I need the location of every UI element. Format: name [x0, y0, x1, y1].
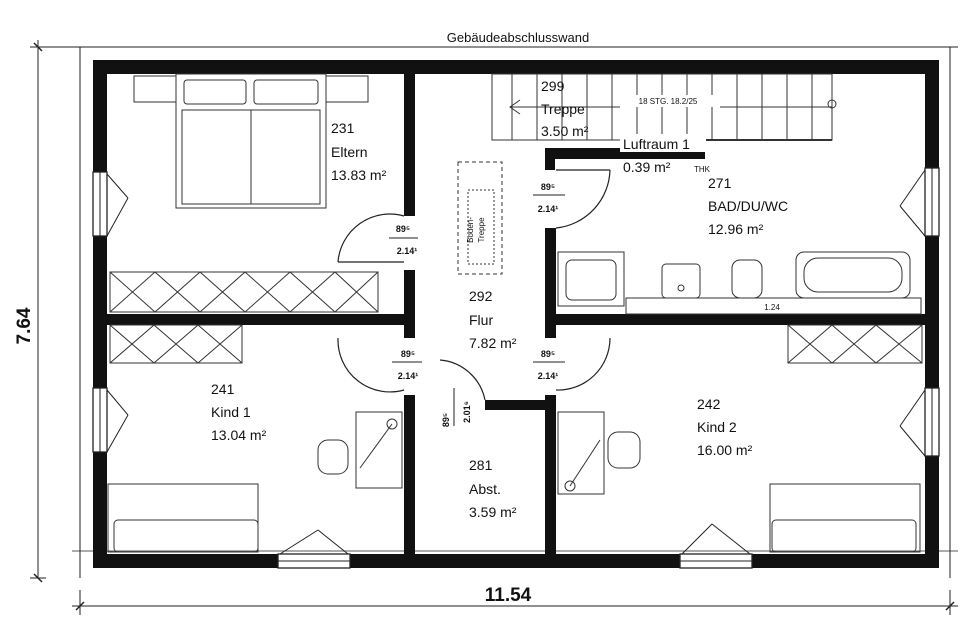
bath-counter-label: 1.24: [764, 303, 780, 312]
wardrobe-kind2: [787, 324, 923, 364]
room-area: 16.00 m²: [697, 442, 753, 458]
room-area: 13.04 m²: [211, 427, 267, 443]
room-number: 231: [331, 120, 355, 136]
height-label: 7.64: [14, 307, 35, 344]
room-name: Kind 1: [211, 404, 251, 420]
door-kind2-height: 2.14¹: [538, 371, 559, 381]
room-bad: 271 BAD/DU/WC 12.96 m²: [708, 175, 788, 237]
room-luftraum: Luftraum 1 0.39 m²: [620, 134, 706, 175]
room-name: Eltern: [331, 144, 368, 160]
height-dimension: [30, 42, 46, 583]
door-eltern-width: 89⁵: [396, 224, 410, 234]
room-area: 0.39 m²: [623, 159, 671, 175]
room-kind2: 242 Kind 2 16.00 m²: [697, 396, 753, 458]
double-bed: [133, 73, 369, 209]
room-name: Abst.: [469, 481, 501, 497]
door-kind1-height: 2.14¹: [398, 371, 419, 381]
room-area: 12.96 m²: [708, 221, 764, 237]
width-dimension: [72, 550, 958, 615]
room-area: 7.82 m²: [469, 335, 517, 351]
door-abst-height: 2.01⁶: [462, 401, 472, 423]
room-name: Kind 2: [697, 419, 737, 435]
room-number: 292: [469, 288, 493, 304]
room-number: 242: [697, 396, 721, 412]
top-dimension-line: [37, 40, 958, 578]
room-area: 3.59 m²: [469, 504, 517, 520]
room-number: 281: [469, 457, 493, 473]
windows: [92, 167, 940, 569]
room-name: Flur: [469, 312, 493, 328]
attic-ladder-label-2: Treppe: [477, 217, 486, 243]
room-kind1: 241 Kind 1 13.04 m²: [211, 381, 267, 443]
room-number: 299: [541, 78, 565, 94]
desk-kind1: [317, 411, 403, 489]
width-label: 11.54: [485, 585, 532, 606]
wardrobe-kind1: [109, 324, 243, 364]
desk-kind2: [557, 411, 641, 495]
room-number: 241: [211, 381, 235, 397]
bed-kind2: [769, 483, 921, 553]
room-treppe: 299 Treppe 3.50 m²: [541, 78, 589, 139]
room-flur: 292 Flur 7.82 m²: [469, 288, 517, 351]
doors: [337, 169, 611, 401]
door-dimensions: 89⁵ 2.14¹ 89⁵ 2.14¹ 89⁵ 2.14¹ 89⁵ 2.14¹ …: [389, 182, 565, 427]
door-bad-width: 89⁵: [541, 182, 555, 192]
room-number: 271: [708, 175, 732, 191]
bed-kind1: [107, 483, 259, 553]
room-area: 13.83 m²: [331, 167, 387, 183]
interior-walls: [107, 74, 925, 555]
room-area: 3.50 m²: [541, 123, 589, 139]
attic-ladder-label-1: Boden-: [466, 217, 475, 243]
room-name: Luftraum 1: [623, 136, 690, 152]
door-kind1-width: 89⁵: [401, 349, 415, 359]
thk-label: THK: [694, 165, 711, 174]
bathroom-fixtures: [557, 251, 922, 315]
door-eltern-height: 2.14¹: [397, 246, 418, 256]
room-abst: 281 Abst. 3.59 m²: [469, 457, 517, 520]
stairs-note-bg: [620, 95, 716, 107]
stairs-note: 18 STG. 18.2/25: [639, 97, 698, 106]
wall-title: Gebäudeabschlusswand: [447, 30, 589, 45]
room-name: Treppe: [541, 101, 585, 117]
door-bad-height: 2.14¹: [538, 204, 559, 214]
attic-ladder: [457, 161, 503, 275]
room-eltern: 231 Eltern 13.83 m²: [331, 120, 387, 183]
wardrobe-eltern: [109, 271, 379, 313]
door-kind2-width: 89⁵: [541, 349, 555, 359]
door-abst-width: 89⁵: [441, 413, 451, 427]
room-name: BAD/DU/WC: [708, 198, 788, 214]
window-swings: [106, 169, 926, 555]
